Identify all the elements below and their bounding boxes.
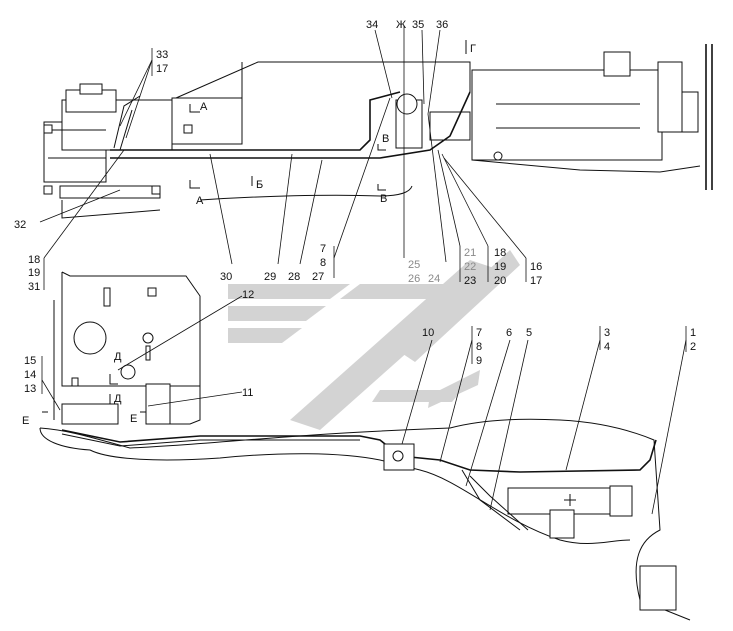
callout-22: 22 bbox=[464, 261, 476, 273]
callout-26: 26 bbox=[408, 273, 420, 285]
top-view bbox=[43, 40, 713, 219]
air-filter bbox=[603, 51, 631, 77]
callout-16: 16 bbox=[530, 261, 542, 273]
fan-housing bbox=[657, 61, 683, 133]
callout-5: 5 bbox=[526, 327, 532, 339]
callout-4: 4 bbox=[604, 341, 610, 353]
hood-outline bbox=[175, 61, 471, 99]
callout-29: 29 bbox=[264, 271, 276, 283]
wheel-hub bbox=[73, 321, 107, 355]
section-mark-e-right: Е bbox=[130, 413, 137, 425]
tank-box bbox=[171, 97, 243, 145]
fuel-line-bottom bbox=[61, 429, 657, 473]
section-mark-b: Б bbox=[256, 179, 263, 191]
callout-18b: 18 bbox=[494, 247, 506, 259]
callout-7: 7 bbox=[320, 243, 326, 255]
callout-13: 13 bbox=[24, 383, 36, 395]
callout-34: 34 bbox=[366, 19, 378, 31]
fuel-line-top-b bbox=[110, 91, 471, 159]
callout-30: 30 bbox=[220, 271, 232, 283]
callout-2: 2 bbox=[690, 341, 696, 353]
section-mark-d-bottom: Д bbox=[114, 393, 122, 405]
callout-10: 10 bbox=[422, 327, 434, 339]
section-mark-d-top: Д bbox=[114, 351, 122, 363]
callout-20: 20 bbox=[494, 275, 506, 287]
callout-14: 14 bbox=[24, 369, 36, 381]
callout-27: 27 bbox=[312, 271, 324, 283]
callout-28: 28 bbox=[288, 271, 300, 283]
callout-15: 15 bbox=[24, 355, 36, 367]
callout-12: 12 bbox=[242, 289, 254, 301]
callout-35: 35 bbox=[412, 19, 424, 31]
bottom-leader-lines bbox=[41, 295, 687, 515]
callout-7b: 7 bbox=[476, 327, 482, 339]
section-mark-e-left: Е bbox=[22, 415, 29, 427]
callout-3: 3 bbox=[604, 327, 610, 339]
callout-18: 18 bbox=[28, 254, 40, 266]
callout-8: 8 bbox=[320, 257, 326, 269]
bottom-view bbox=[39, 271, 691, 621]
callout-23: 23 bbox=[464, 275, 476, 287]
callout-9: 9 bbox=[476, 355, 482, 367]
fuel-line-top-a bbox=[110, 91, 401, 151]
callout-1: 1 bbox=[690, 327, 696, 339]
top-leader-lines bbox=[39, 26, 527, 290]
callout-33: 33 bbox=[156, 49, 168, 61]
callout-21: 21 bbox=[464, 247, 476, 259]
section-mark-a-top: А bbox=[200, 101, 208, 113]
callout-24: 24 bbox=[428, 273, 440, 285]
callout-6: 6 bbox=[506, 327, 512, 339]
callout-17: 17 bbox=[156, 63, 168, 75]
callout-32: 32 bbox=[14, 219, 26, 231]
section-mark-a-bottom: А bbox=[196, 195, 204, 207]
callout-36: 36 bbox=[436, 19, 448, 31]
section-mark-v-top: В bbox=[382, 133, 389, 145]
frame-rail-left bbox=[59, 185, 161, 199]
cab-side bbox=[61, 271, 201, 387]
callout-17b: 17 bbox=[530, 275, 542, 287]
callout-8b: 8 bbox=[476, 341, 482, 353]
callout-19: 19 bbox=[28, 267, 40, 279]
callout-19b: 19 bbox=[494, 261, 506, 273]
top-callouts: 33 17 32 18 19 31 30 29 28 7 8 27 34 Ж 3… bbox=[14, 19, 542, 293]
section-mark-g: Г bbox=[470, 43, 476, 55]
callout-11: 11 bbox=[242, 387, 253, 399]
callout-31: 31 bbox=[28, 281, 40, 293]
callout-25: 25 bbox=[408, 259, 420, 271]
frame-outline bbox=[39, 418, 691, 621]
watermark-logo bbox=[228, 250, 520, 430]
bottom-callouts: 12 11 10 7 8 9 6 5 3 4 1 2 15 14 13 bbox=[24, 289, 696, 399]
frame-box bbox=[61, 403, 119, 425]
section-mark-v-bottom: В bbox=[380, 193, 387, 205]
engine-block bbox=[471, 69, 663, 161]
section-marks: А А Б В В Г Д Д Е Е bbox=[22, 43, 476, 427]
callout-zh: Ж bbox=[396, 19, 406, 31]
